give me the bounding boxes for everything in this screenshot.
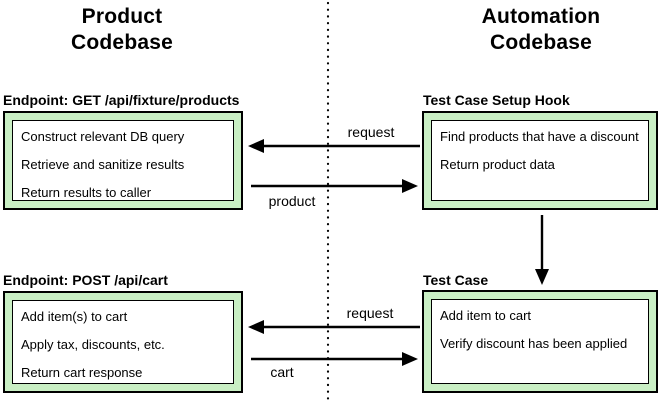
test-case-box: Add item to cart Verify discount has bee… [422,290,658,393]
endpoint-post-steps: Add item(s) to cart Apply tax, discounts… [12,300,234,384]
automation-codebase-title-line2: Codebase [490,31,592,54]
step: Add item(s) to cart [21,309,128,324]
top-product-arrow [251,179,418,193]
top-request-arrow [248,139,420,153]
top-product-arrow-label: product [268,193,316,209]
step: Construct relevant DB query [21,129,185,144]
step: Find products that have a discount [440,129,639,144]
step: Retrieve and sanitize results [21,157,185,172]
setup-hook-steps: Find products that have a discount Retur… [431,120,649,201]
endpoint-get-label: Endpoint: GET /api/fixture/products [3,92,240,108]
step: Return product data [440,157,555,172]
step: Apply tax, discounts, etc. [21,337,165,352]
step: Add item to cart [440,308,532,323]
step: Verify discount has been applied [440,336,628,351]
bottom-request-arrow-label: request [346,305,394,321]
product-codebase-title-line1: Product [81,5,163,28]
setup-hook-box: Find products that have a discount Retur… [422,111,658,210]
bottom-cart-arrow-label: cart [270,364,294,380]
step: Return results to caller [21,185,152,200]
test-case-steps: Add item to cart Verify discount has bee… [431,299,649,384]
automation-codebase-title: Automation Codebase [441,4,641,56]
endpoint-post-box: Add item(s) to cart Apply tax, discounts… [3,291,243,393]
bottom-request-arrow [248,320,420,334]
product-codebase-title-line2: Codebase [71,31,173,54]
endpoint-post-label: Endpoint: POST /api/cart [3,272,168,288]
top-request-arrow-label: request [347,124,395,140]
endpoint-get-steps: Construct relevant DB query Retrieve and… [12,120,234,201]
test-case-label: Test Case [423,272,489,288]
setup-to-testcase-arrow [535,215,549,285]
endpoint-get-box: Construct relevant DB query Retrieve and… [3,111,243,210]
automation-codebase-title-line1: Automation [481,5,601,28]
step: Return cart response [21,365,143,380]
setup-hook-label: Test Case Setup Hook [423,92,570,108]
product-codebase-title: Product Codebase [22,4,222,56]
